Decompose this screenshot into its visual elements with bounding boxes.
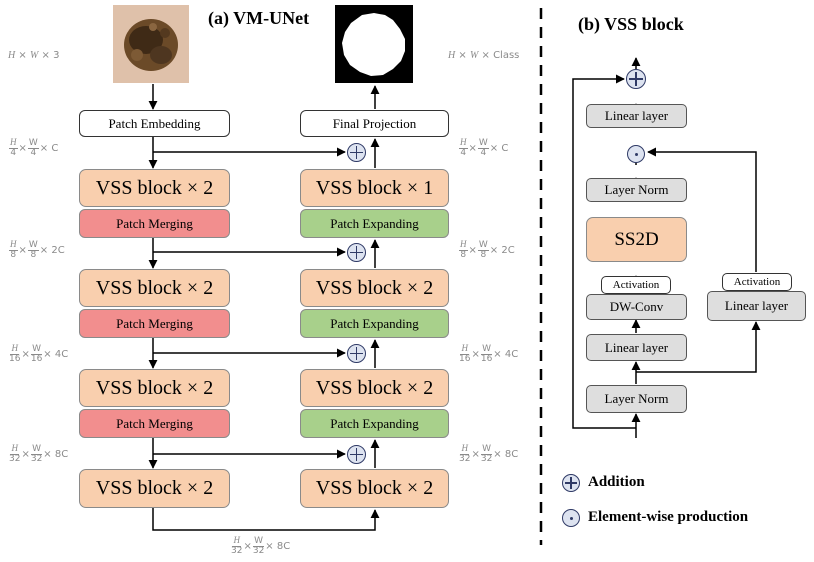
dw-conv-block: DW-Conv <box>586 294 687 320</box>
legend-addition-label: Addition <box>588 474 645 490</box>
patch-expanding-2: Patch Expanding <box>300 309 449 338</box>
linear-layer-output: Linear layer <box>586 104 687 128</box>
layer-norm-lower: Layer Norm <box>586 385 687 413</box>
addition-icon <box>347 344 366 363</box>
decoder-vss-block-2: VSS block × 2 <box>300 269 449 307</box>
activation-gate: Activation <box>722 273 792 291</box>
addition-icon <box>347 143 366 162</box>
legend-elementwise-label: Element-wise production <box>588 509 749 525</box>
layer-norm-upper: Layer Norm <box>586 178 687 202</box>
patch-merging-2: Patch Merging <box>79 309 230 338</box>
panel-b-title: (b) VSS block <box>578 14 684 34</box>
bottleneck-vss-block-left: VSS block × 2 <box>79 469 230 508</box>
patch-merging-3: Patch Merging <box>79 409 230 438</box>
shape-output: H × W × Class <box>448 50 520 61</box>
shape-input: H × W × 3 <box>8 50 60 61</box>
encoder-vss-block-2: VSS block × 2 <box>79 269 230 307</box>
encoder-vss-block-3: VSS block × 2 <box>79 369 230 407</box>
final-projection-box: Final Projection <box>300 110 449 137</box>
patch-expanding-3: Patch Expanding <box>300 409 449 438</box>
legend-elementwise-icon <box>562 509 580 527</box>
activation-main: Activation <box>601 276 671 294</box>
encoder-vss-block-1: VSS block × 2 <box>79 169 230 207</box>
residual-addition-icon <box>626 69 646 89</box>
output-mask-image <box>335 5 413 83</box>
legend-addition-icon <box>562 474 580 492</box>
linear-layer-gate: Linear layer <box>707 291 806 321</box>
decoder-vss-block-1: VSS block × 1 <box>300 169 449 207</box>
panel-a-title: (a) VM-UNet <box>208 8 310 28</box>
patch-expanding-1: Patch Expanding <box>300 209 449 238</box>
addition-icon <box>347 445 366 464</box>
decoder-vss-block-3: VSS block × 2 <box>300 369 449 407</box>
ss2d-block: SS2D <box>586 217 687 262</box>
elementwise-product-icon <box>627 145 645 163</box>
input-lesion-image <box>113 5 189 83</box>
patch-embedding-box: Patch Embedding <box>79 110 230 137</box>
addition-icon <box>347 243 366 262</box>
patch-merging-1: Patch Merging <box>79 209 230 238</box>
bottleneck-vss-block-right: VSS block × 2 <box>300 469 449 508</box>
linear-layer-input: Linear layer <box>586 334 687 361</box>
